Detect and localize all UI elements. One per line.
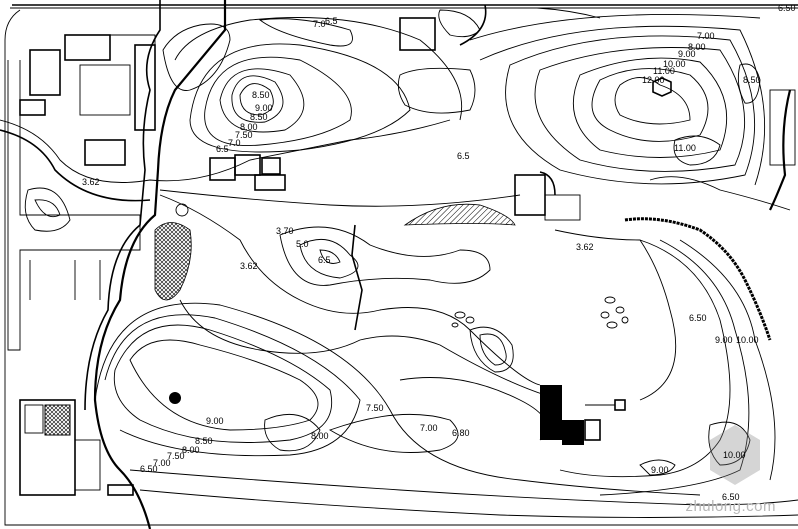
planted-area xyxy=(154,222,192,301)
elevation-label: 3.70 xyxy=(276,226,294,236)
elevation-label: 10.00 xyxy=(663,59,686,69)
elevation-label: 6.80 xyxy=(452,428,470,438)
stepping-stones xyxy=(451,296,629,329)
elevation-label: 9.00 xyxy=(715,335,733,345)
elevation-label: 8.00 xyxy=(240,122,258,132)
hatched-ridge xyxy=(403,203,516,226)
elevation-label: 8.50 xyxy=(195,436,213,446)
rockery-path xyxy=(624,217,772,341)
nw-hill-contours xyxy=(162,17,463,153)
south-contours xyxy=(94,239,798,518)
elevation-label: 7.50 xyxy=(235,130,253,140)
elevation-label: 6.50 xyxy=(689,313,707,323)
elevation-label: 6.5 xyxy=(318,255,331,265)
bridge xyxy=(351,224,363,331)
elevation-label: 6.50 xyxy=(778,3,796,13)
elevation-label: 7.50 xyxy=(167,451,185,461)
tree-symbol xyxy=(169,392,181,404)
hexagonal-pavilion xyxy=(652,77,672,97)
elevation-label: 5.0 xyxy=(296,239,309,249)
elevation-label: 9.00 xyxy=(255,103,273,113)
elevation-label: 6.50 xyxy=(722,492,740,502)
elevation-label: 9.00 xyxy=(678,49,696,59)
elevation-label: 9.00 xyxy=(651,465,669,475)
elevation-label: 9.00 xyxy=(206,416,224,426)
elevation-label: 12.00 xyxy=(642,75,665,85)
island xyxy=(279,226,491,286)
elevation-label: 7.0 xyxy=(313,19,326,29)
elevation-label: 8.50 xyxy=(743,75,761,85)
elevation-label: 7.00 xyxy=(420,423,438,433)
ne-hill-contours xyxy=(469,14,766,186)
elevation-label: 11.00 xyxy=(653,66,675,76)
elevation-label: 7.00 xyxy=(697,31,715,41)
elevation-label: 8.50 xyxy=(252,90,270,100)
sw-building-complex xyxy=(19,399,134,496)
elevation-label: 11.00 xyxy=(674,143,696,153)
elevation-label: 7.50 xyxy=(366,403,384,413)
watermark-logo xyxy=(710,425,760,485)
boundary-line xyxy=(4,9,798,526)
elevation-label: 6.5 xyxy=(216,144,229,154)
water-level-label: 3.62 xyxy=(576,242,594,252)
central-north-building xyxy=(514,171,581,221)
hill-pavilion-group xyxy=(209,154,286,191)
elevation-label: 8.50 xyxy=(250,112,268,122)
east-gate-building xyxy=(769,89,796,166)
elevation-label: 10.00 xyxy=(723,450,746,460)
south-pavilion-complex xyxy=(540,385,626,445)
elevation-label: 7.0 xyxy=(228,138,241,148)
elevation-label: 10.00 xyxy=(736,335,759,345)
water-level-label: 3.62 xyxy=(240,261,258,271)
elevation-label: 8.00 xyxy=(182,445,200,455)
elevation-label: 6.5 xyxy=(457,151,470,161)
nw-building-complex xyxy=(19,34,156,166)
main-road xyxy=(93,0,227,529)
lake-shoreline xyxy=(159,194,677,401)
elevation-label: 7.00 xyxy=(153,458,171,468)
watermark-text: zhulong.com xyxy=(685,498,776,515)
circular-plaza xyxy=(397,67,476,114)
north-gate-building xyxy=(399,17,436,51)
elevation-label: 8.00 xyxy=(688,42,706,52)
elevation-label: 8.00 xyxy=(311,431,329,441)
water-level-label: 3.62 xyxy=(82,177,100,187)
elevation-label: 6.50 xyxy=(140,464,158,474)
elevation-label: 6.5 xyxy=(325,16,338,26)
